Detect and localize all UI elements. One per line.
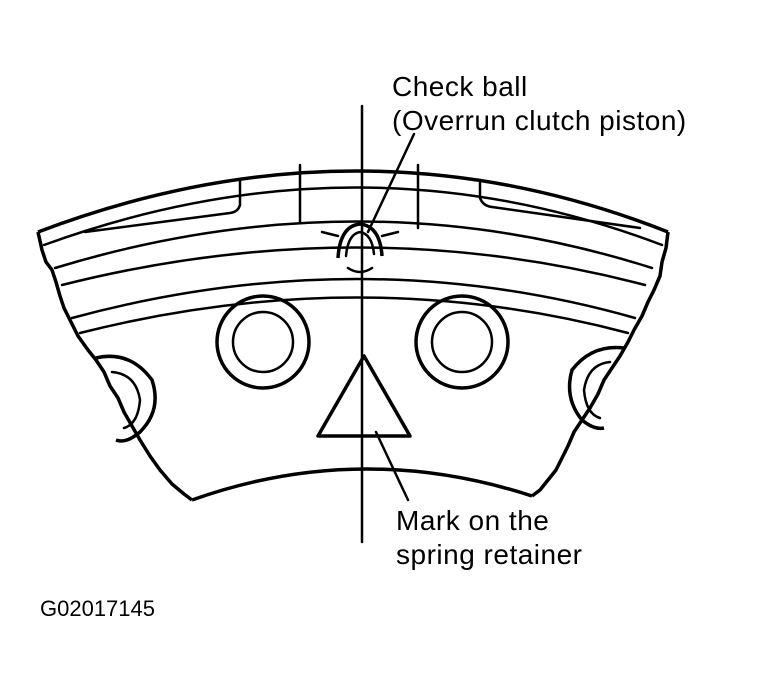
right-edge-cutout-inner xyxy=(582,360,612,420)
check-ball-label: Check ball (Overrun clutch piston) xyxy=(392,70,687,138)
right-slot xyxy=(478,178,642,230)
right-edge-cutout xyxy=(567,345,625,431)
left-edge-cutout-inner xyxy=(110,370,142,430)
check-ball-label-line1: Check ball xyxy=(392,71,528,102)
right-hole-inner xyxy=(430,310,494,374)
check-ball-label-line2: (Overrun clutch piston) xyxy=(392,105,687,136)
left-slot xyxy=(83,178,242,234)
left-hole-outer xyxy=(215,294,311,390)
right-jagged-edge xyxy=(530,231,670,498)
triangle-mark xyxy=(316,354,412,438)
check-ball-ticks xyxy=(320,230,400,238)
outer-rim-arc-inner xyxy=(42,186,664,247)
groove-arc-4 xyxy=(78,296,630,335)
mark-label: Mark on the spring retainer xyxy=(396,504,582,572)
left-jagged-edge xyxy=(36,231,194,502)
check-ball-mark xyxy=(346,266,374,274)
right-hole-outer xyxy=(414,294,510,390)
mark-label-line1: Mark on the xyxy=(396,505,550,536)
mark-leader xyxy=(374,430,410,502)
groove-arc-1 xyxy=(53,220,654,270)
figure-code: G02017145 xyxy=(40,596,155,621)
outer-rim-arc xyxy=(37,169,669,234)
check-ball xyxy=(336,222,384,259)
groove-arc-3 xyxy=(70,277,637,320)
mark-label-line2: spring retainer xyxy=(396,539,583,570)
left-edge-cutout xyxy=(95,354,157,443)
check-ball-leader xyxy=(366,132,416,234)
left-hole-inner xyxy=(231,310,295,374)
groove-arc-2 xyxy=(60,246,647,287)
check-ball-inner xyxy=(344,230,376,258)
